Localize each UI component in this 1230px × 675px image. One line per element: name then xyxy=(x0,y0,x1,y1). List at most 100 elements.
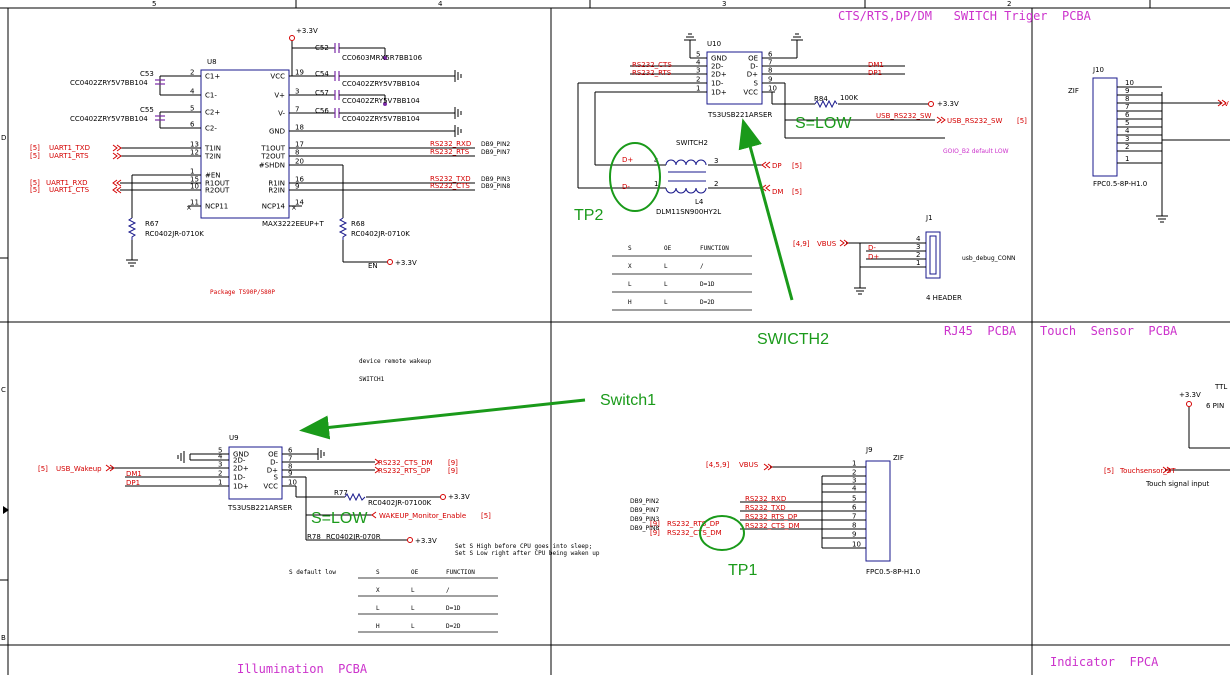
table-header: OE xyxy=(664,245,672,252)
cap-value: CC0402ZRY5V7BB104 xyxy=(342,80,420,88)
table-cell: L xyxy=(376,605,380,612)
port-arrow-icon xyxy=(112,144,122,152)
net-tag: [5] xyxy=(481,512,491,520)
r77-ref: R77 xyxy=(334,489,348,497)
table-cell: L xyxy=(411,623,415,630)
net-label-rs232-cts-dm: RS232_CTS_DM xyxy=(745,522,800,530)
u10-power: +3.3V xyxy=(937,100,959,108)
switch2-label: SWITCH2 xyxy=(676,139,708,147)
ground-icon xyxy=(684,33,696,41)
net-label-dp1: DP1 xyxy=(126,479,140,487)
u9-wake-note: Set S Low right after CPU being waken up xyxy=(455,550,600,557)
r84-ref: R84 xyxy=(814,95,828,103)
table-header: S xyxy=(628,245,632,252)
net-tag: [5] xyxy=(30,186,40,194)
row-letter: C xyxy=(1,386,6,394)
pin-number: 3 xyxy=(916,243,920,251)
pin-name: 1D+ xyxy=(711,89,727,97)
net-label-vbus: VBUS xyxy=(817,240,837,248)
pin-name: R2OUT xyxy=(205,187,230,195)
net-label-usb-wakeup: USB_Wakeup xyxy=(56,465,102,473)
pin-number: 3 xyxy=(1125,135,1129,143)
j1-name: usb_debug_CONN xyxy=(962,255,1016,262)
gpio-note: GOIO_B2 default LOW xyxy=(943,148,1009,155)
u9-ref: U9 xyxy=(229,434,239,442)
net-label-rs232-rxd: RS232_RXD xyxy=(430,140,471,148)
ground-icon xyxy=(791,33,803,41)
pin-name: R1IN xyxy=(268,180,285,188)
j9-body xyxy=(865,460,891,562)
ground-icon xyxy=(126,259,138,267)
j10-zif: ZIF xyxy=(1068,87,1079,95)
pin-name: VCC xyxy=(743,89,758,97)
pin-name: 2D- xyxy=(711,63,724,71)
pin-number: 3 xyxy=(714,157,718,165)
port-arrow-icon xyxy=(112,186,122,194)
j9-part: FPC0.5-8P-H1.0 xyxy=(866,568,920,576)
table-cell: D=2D xyxy=(700,299,715,306)
pin-name: T2OUT xyxy=(260,153,285,161)
net-tag: [9] xyxy=(650,529,660,537)
pin-number: 8 xyxy=(288,463,292,471)
net-label-dp: DP xyxy=(772,162,782,170)
table-cell: D=1D xyxy=(700,281,715,288)
u8-ref: U8 xyxy=(207,58,217,66)
net-tag: [5] xyxy=(30,152,40,160)
pin-number: 4 xyxy=(190,88,195,96)
pin-number: 1 xyxy=(696,85,700,93)
ground-icon xyxy=(317,448,325,460)
pin-number: 1 xyxy=(190,168,194,176)
pin-name: D+ xyxy=(747,71,758,79)
u8-power: +3.3V xyxy=(296,27,318,35)
pin-number: 1 xyxy=(654,180,658,188)
ground-icon xyxy=(854,287,866,295)
pin-number: 7 xyxy=(1125,103,1129,111)
tp1-circle xyxy=(699,515,745,551)
j1-ref: J1 xyxy=(925,214,933,222)
section-title-illumination: Illumination PCBA xyxy=(237,662,368,675)
cap-value: CC0402ZRY5V7BB104 xyxy=(70,79,148,87)
resistor-icon xyxy=(344,492,366,502)
pin-number: 20 xyxy=(295,158,304,166)
net-tag: [9] xyxy=(448,467,458,475)
pin-name: D- xyxy=(750,63,758,71)
pin-number: 6 xyxy=(190,121,195,129)
table-cell: L xyxy=(664,281,668,288)
pin-number: 7 xyxy=(295,106,299,114)
u8-body xyxy=(200,69,290,219)
pin-number: 2 xyxy=(696,76,700,84)
net-label-uart1-rxd: UART1_RXD xyxy=(46,179,88,187)
pin-number: 5 xyxy=(218,447,222,455)
ground-icon xyxy=(454,70,462,82)
touch-ttl: TTL xyxy=(1214,383,1227,391)
tp2-label: TP2 xyxy=(574,207,603,224)
r67-value: RC0402JR-0710K xyxy=(145,230,204,238)
pin-number: 16 xyxy=(295,176,304,184)
pin-number: 9 xyxy=(768,76,772,84)
pin-name: VCC xyxy=(263,483,278,491)
net-label-dm: DM xyxy=(772,188,783,196)
power-port-icon xyxy=(440,494,446,500)
u10-part: TS3USB221ARSER xyxy=(707,111,772,119)
table-cell: H xyxy=(376,623,380,630)
power-port-icon xyxy=(289,35,295,41)
j10-body xyxy=(1092,77,1118,177)
inductor-icon xyxy=(665,159,707,166)
section-title-switch-triger: CTS/RTS,DP/DM SWITCH Triger PCBA xyxy=(838,9,1092,23)
power-port-icon xyxy=(407,537,413,543)
pin-number: 10 xyxy=(852,541,861,549)
pin-number: 15 xyxy=(190,176,199,184)
net-tag: [5] xyxy=(1104,467,1114,475)
r77-value: RC0402JR-07100K xyxy=(368,499,432,507)
cap-ref: C54 xyxy=(315,70,329,78)
net-label-rs232-cts-dm: RS232_CTS_DM xyxy=(378,459,433,467)
pin-number: 7 xyxy=(768,59,772,67)
db9-label: DB9_PIN3 xyxy=(481,176,510,183)
table-cell: X xyxy=(376,587,380,594)
u9-note-wakeup: device remote wakeup xyxy=(359,358,432,365)
pin-name: T2IN xyxy=(204,153,221,161)
row-letter: B xyxy=(1,634,6,642)
db9-label: DB9_PIN7 xyxy=(481,149,510,156)
